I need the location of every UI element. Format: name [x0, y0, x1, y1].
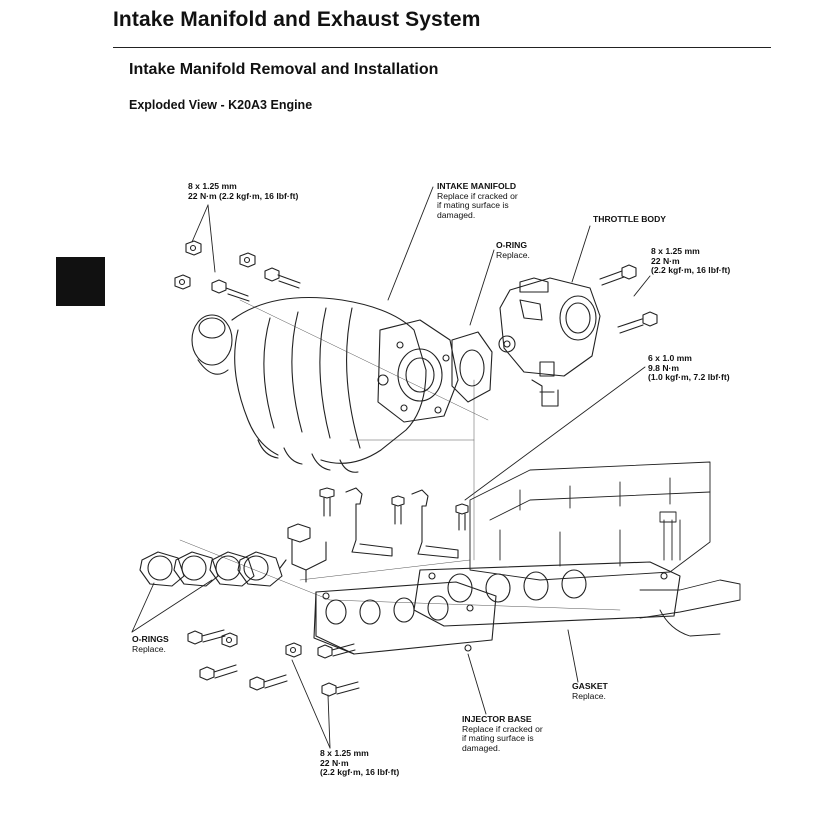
callout-throttle-body: THROTTLE BODY [593, 214, 667, 224]
subsection-title: Exploded View - K20A3 Engine [129, 98, 313, 112]
callout-bolt-top-left: 8 x 1.25 mm 22 N·m (2.2 kgf·m, 16 lbf·ft… [188, 181, 299, 201]
nuts-top-left [174, 240, 301, 302]
alignment-lines [179, 299, 621, 611]
intake-gasket [413, 561, 681, 627]
intake-manifold [191, 296, 459, 473]
callout-o-ring: O-RING Replace. [496, 240, 530, 260]
section-title: Intake Manifold Removal and Installation [129, 61, 439, 78]
o-ring-throttle [451, 331, 493, 403]
callout-gasket: GASKET Replace. [572, 681, 608, 701]
callout-injector-base: INJECTOR BASE Replace if cracked or if m… [462, 714, 543, 753]
callout-bolt-bracket: 6 x 1.0 mm 9.8 N·m (1.0 kgf·m, 7.2 lbf·f… [648, 353, 730, 383]
o-rings-left [139, 551, 283, 587]
callout-o-rings: O-RINGS Replace. [132, 634, 169, 654]
callout-bolt-throttle: 8 x 1.25 mm 22 N·m (2.2 kgf·m, 16 lbf·ft… [651, 246, 731, 276]
brackets [279, 487, 469, 583]
leader-lines [131, 186, 651, 749]
section-tab-marker [56, 257, 105, 306]
callout-intake-manifold: INTAKE MANIFOLD Replace if cracked or if… [437, 181, 518, 220]
title-divider [113, 47, 771, 48]
bolts-throttle [599, 264, 658, 334]
throttle-body [498, 277, 601, 407]
callout-bolt-bottom: 8 x 1.25 mm 22 N·m (2.2 kgf·m, 16 lbf·ft… [320, 748, 400, 778]
bolts-lower-left [187, 629, 360, 697]
page-title: Intake Manifold and Exhaust System [113, 8, 481, 31]
injector-base [313, 581, 497, 655]
cylinder-head [469, 461, 741, 637]
